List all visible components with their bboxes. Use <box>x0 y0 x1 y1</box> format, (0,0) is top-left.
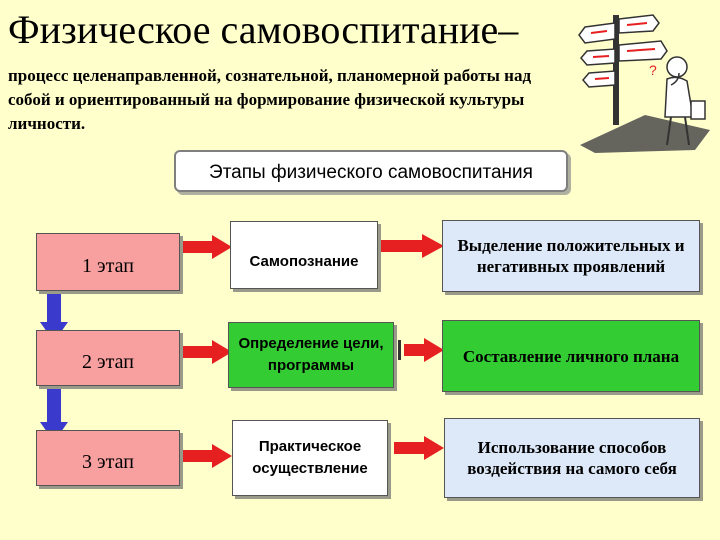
svg-text:?: ? <box>649 62 657 78</box>
stage-2-action: Определение цели, программы <box>228 322 394 388</box>
stage-1-box: 1 этап <box>36 233 180 291</box>
stages-title: Этапы физического самовоспитания <box>174 150 568 192</box>
arrow-action1-to-result <box>367 234 444 258</box>
page-title: Физическое самовоспитание– <box>8 7 519 52</box>
definition-text: процесс целенаправленной, сознательной, … <box>8 66 532 133</box>
arrow-action2-to-result <box>393 338 444 362</box>
stage-1-action: Самопознание <box>230 221 378 289</box>
stage-3-action: Практическое осуществление <box>232 420 388 496</box>
stage-3-box: 3 этап <box>36 430 180 486</box>
stage-1-result: Выделение положительных и негативных про… <box>442 220 700 292</box>
thinking-man-at-signpost-icon: ? <box>578 14 710 153</box>
arrow-action3-to-result <box>383 436 444 460</box>
stage-2-result: Составление личного плана <box>442 320 700 392</box>
stage-2-box: 2 этап <box>36 330 180 386</box>
stage-3-result: Использование способов воздействия на са… <box>444 418 700 498</box>
